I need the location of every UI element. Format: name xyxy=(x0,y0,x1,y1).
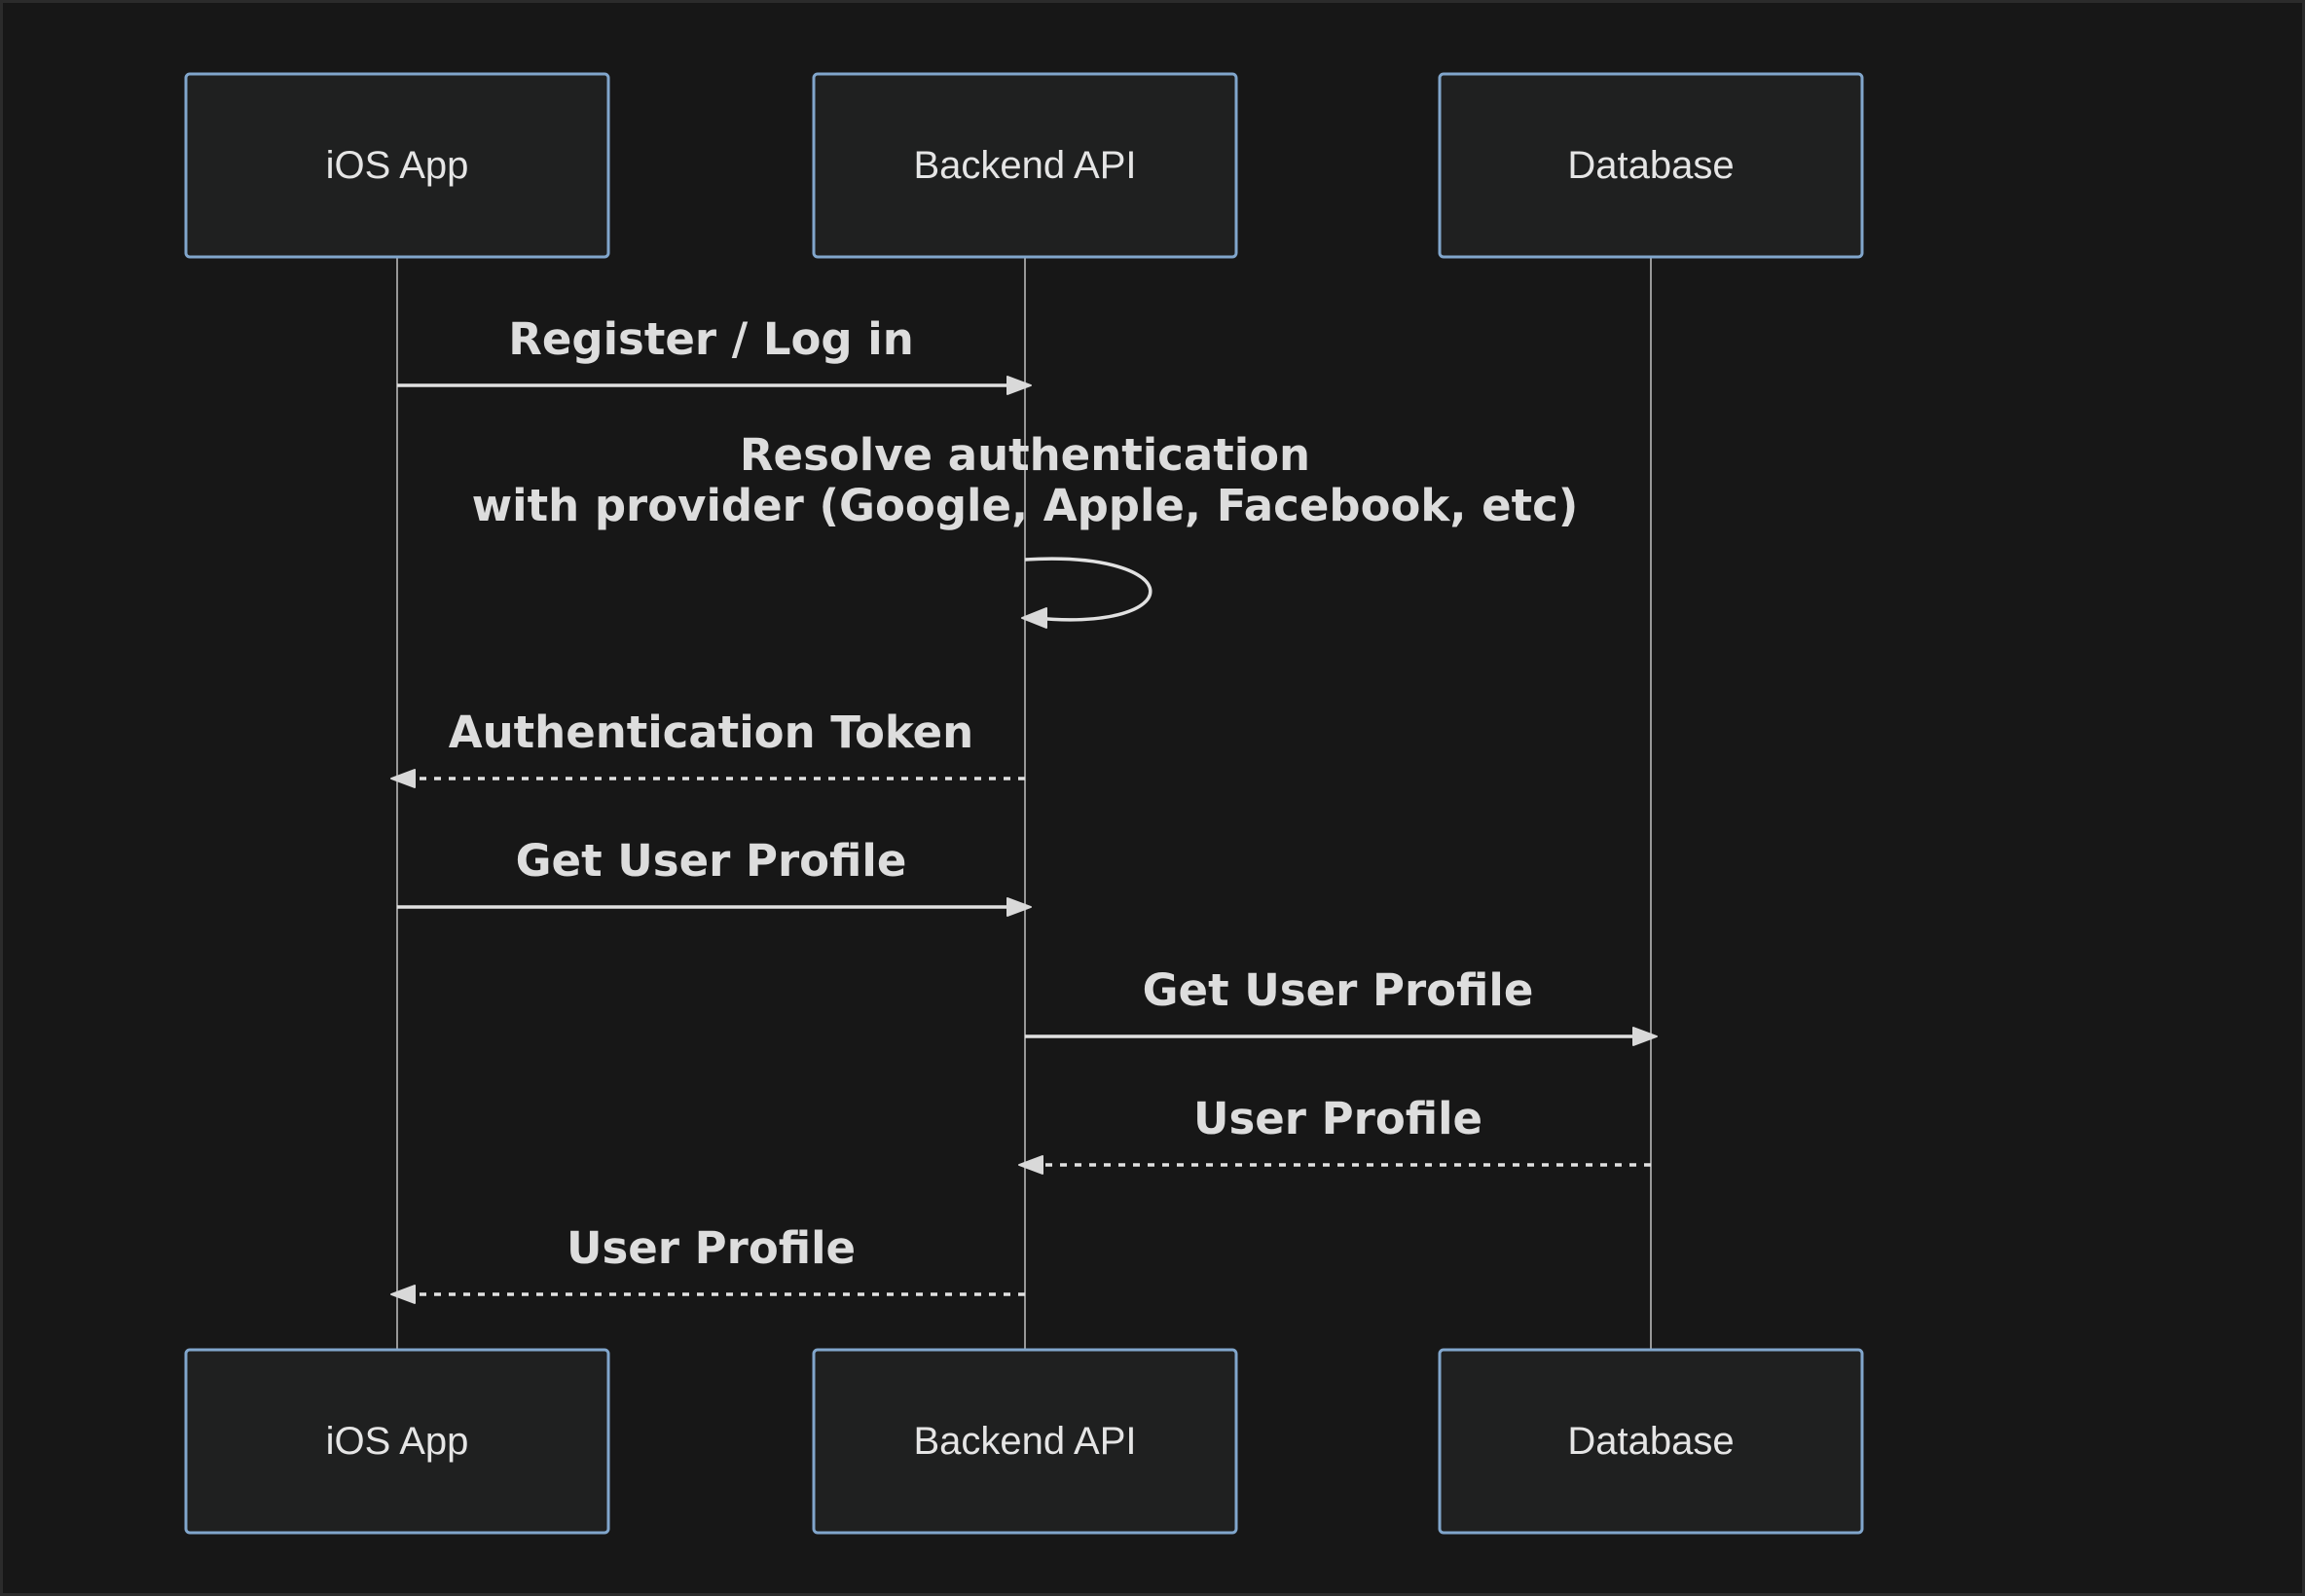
message-label: User Profile xyxy=(567,1222,856,1274)
message-label: Get User Profile xyxy=(516,835,907,887)
actor-label: iOS App xyxy=(326,1420,469,1463)
arrow-head xyxy=(1018,1155,1043,1175)
actor-db-top: Database xyxy=(1438,72,1864,259)
arrow-head xyxy=(1021,607,1047,629)
message-label: Resolve authentication xyxy=(740,429,1310,481)
lifelines xyxy=(396,257,1652,1350)
actor-label: Backend API xyxy=(913,144,1136,187)
message-1: Register / Log in xyxy=(397,313,1032,395)
actor-box xyxy=(1438,72,1864,259)
actor-ios-bottom: iOS App xyxy=(184,1348,610,1535)
actor-label: iOS App xyxy=(326,144,469,187)
actor-box xyxy=(1438,1348,1864,1535)
actor-api-top: Backend API xyxy=(812,72,1238,259)
actor-box xyxy=(812,1348,1238,1535)
message-5: Get User Profile xyxy=(1025,964,1658,1046)
message-label: Authentication Token xyxy=(449,707,973,758)
actor-label: Database xyxy=(1567,144,1734,187)
actor-box xyxy=(184,1348,610,1535)
message-7: User Profile xyxy=(390,1222,1025,1304)
messages: Register / Log in Resolve authenticationw… xyxy=(390,313,1658,1304)
message-label: with provider (Google, Apple, Facebook, … xyxy=(472,480,1579,531)
message-6: User Profile xyxy=(1018,1093,1651,1175)
self-loop-arrow xyxy=(1024,557,1152,622)
arrow-head xyxy=(1006,897,1032,917)
actor-box xyxy=(812,72,1238,259)
message-label: User Profile xyxy=(1193,1093,1482,1144)
message-label: Register / Log in xyxy=(508,313,914,365)
message-label: Get User Profile xyxy=(1143,964,1534,1016)
arrow-head xyxy=(390,1285,416,1304)
actors-top: iOS App Backend API Database xyxy=(184,72,1864,259)
actor-box xyxy=(184,72,610,259)
actor-api-bottom: Backend API xyxy=(812,1348,1238,1535)
arrow-head xyxy=(1632,1027,1658,1046)
message-3: Authentication Token xyxy=(390,707,1025,788)
arrow-head xyxy=(1006,376,1032,395)
message-4: Get User Profile xyxy=(397,835,1032,917)
actor-label: Backend API xyxy=(913,1420,1136,1463)
actor-db-bottom: Database xyxy=(1438,1348,1864,1535)
actors-bottom: iOS App Backend API Database xyxy=(184,1348,1864,1535)
actor-label: Database xyxy=(1567,1420,1734,1463)
actor-ios-top: iOS App xyxy=(184,72,610,259)
arrow-head xyxy=(390,769,416,788)
